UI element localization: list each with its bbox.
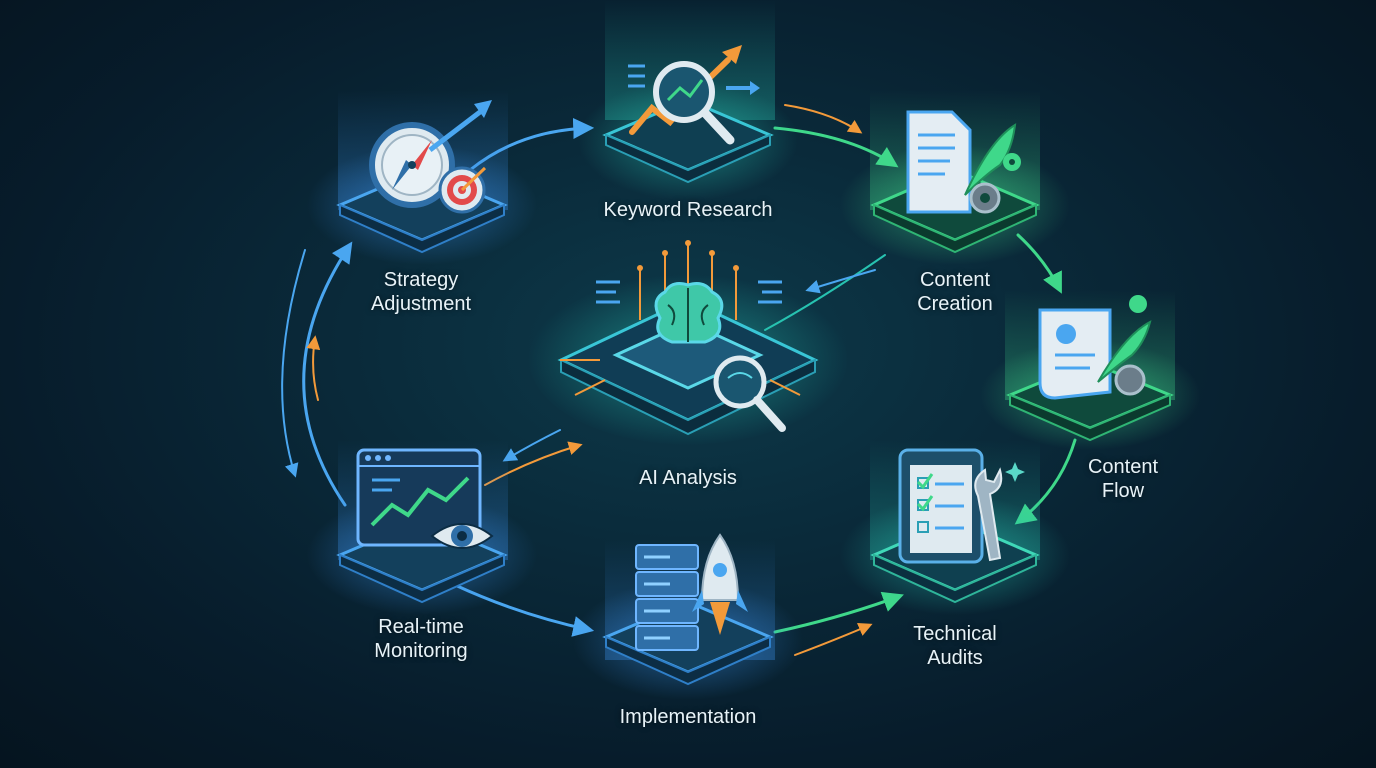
node-realtime-monitoring[interactable] (307, 440, 537, 615)
node-keyword-research[interactable] (578, 0, 798, 200)
magnifier-trend-icon (628, 45, 760, 145)
content-creation-label: Content Creation (917, 269, 993, 315)
checklist-wrench-icon (898, 448, 1025, 564)
arrow-content-to-ai (805, 269, 876, 294)
brain-chip-icon (560, 240, 801, 432)
arrow-strategy-to-monitoring (281, 249, 306, 478)
node-content-creation[interactable] (840, 90, 1070, 265)
technical-audits-label: Technical Audits (913, 623, 997, 669)
node-implementation[interactable] (573, 533, 803, 700)
content-flow-label: Content Flow (1087, 456, 1159, 502)
scroll-quill-icon (1038, 295, 1152, 400)
arrow-impl-to-audits-accent (794, 622, 873, 656)
arrow-monitoring-to-strategy (302, 241, 353, 507)
document-quill-icon (906, 110, 1021, 214)
server-rocket-icon (635, 533, 748, 651)
node-content-flow[interactable] (980, 290, 1200, 450)
ai-analysis-label: AI Analysis (639, 467, 737, 489)
arrow-orange-left (306, 335, 321, 401)
node-technical-audits[interactable] (840, 440, 1070, 615)
keyword-research-label: Keyword Research (603, 199, 773, 221)
arrow-keyword-to-content-accent (784, 104, 863, 134)
compass-target-icon (369, 100, 492, 214)
dashboard-eye-icon (356, 448, 494, 549)
implementation-label: Implementation (619, 706, 757, 728)
node-ai-analysis[interactable] (528, 240, 848, 445)
realtime-monitoring-label: Real-time Monitoring (374, 616, 468, 662)
strategy-adjustment-label: Strategy Adjustment (370, 269, 472, 315)
arrow-ai-to-monitoring (502, 429, 561, 462)
node-strategy-adjustment[interactable] (307, 90, 537, 265)
